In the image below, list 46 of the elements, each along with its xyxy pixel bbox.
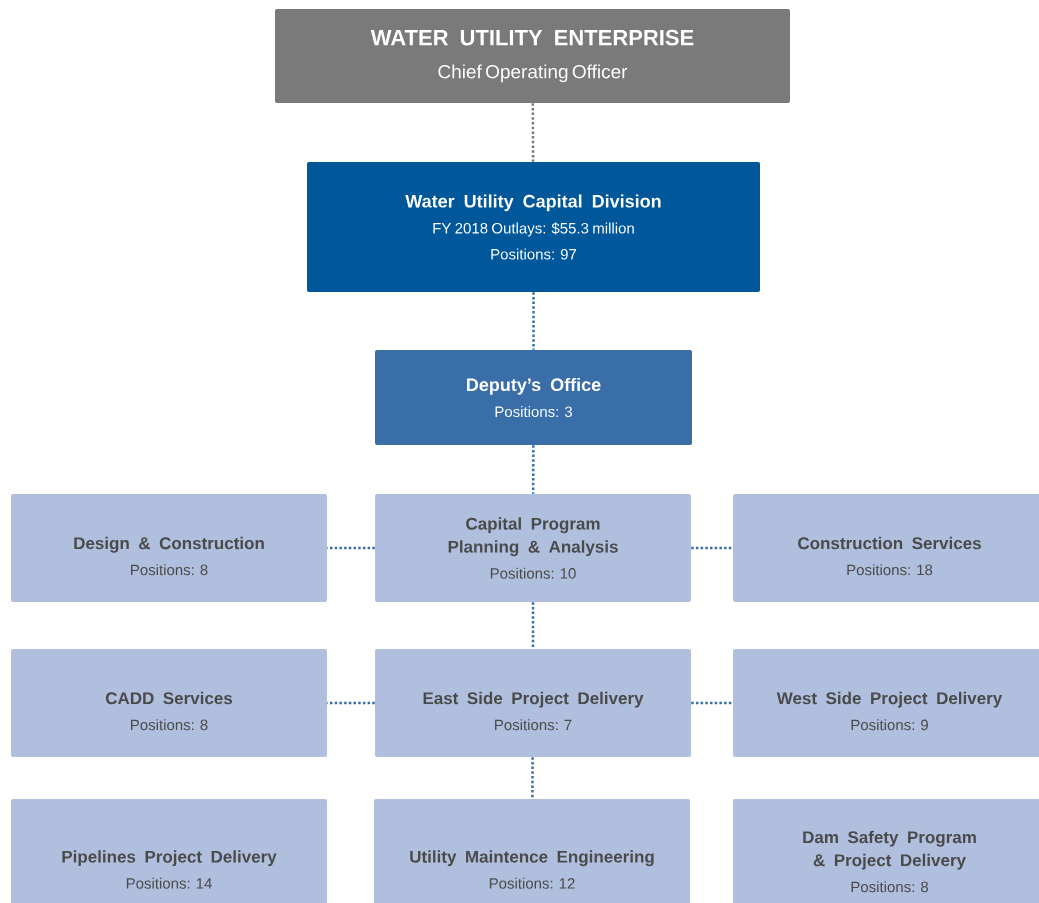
node-label: Positions: 10 [490,567,576,579]
unit-box [733,494,1039,602]
node-label: Positions: 12 [489,877,575,889]
node-label: Chief Operating Officer [438,64,628,83]
unit-box [733,649,1039,757]
node-label: Design & Construction [74,536,264,553]
node-label: Positions: 8 [131,564,208,576]
node-label: Utility Maintence Engineering [410,850,654,867]
unit-box [375,649,691,757]
connector-line [691,546,733,550]
unit-box [733,799,1039,903]
unit-box [374,799,690,903]
connector-line [531,445,535,494]
connector-line [691,701,733,705]
node-label: Water Utility Capital Division [405,194,661,212]
node-label: Pipelines Project Delivery [62,850,277,867]
node-label: FY 2018 Outlays: $55.3 million [433,222,634,237]
node-label: CADD Services [105,691,233,705]
connector-line [531,757,534,799]
unit-box [11,799,327,903]
node-label: Positions: 3 [495,406,573,418]
unit-box [11,494,327,602]
node-label: Positions: 14 [126,877,212,889]
node-label: Positions: 7 [495,719,572,731]
unit-box [375,494,691,602]
node-label: Capital Program Planning & Analysis [448,517,618,557]
node-label: Deputy’s Office [467,377,601,395]
node-label: East Side Project Delivery [423,691,644,708]
node-label: Positions: 8 [131,719,208,731]
node-label: Dam Safety Program & Project Delivery [803,830,976,870]
node-label: Construction Services [798,536,981,550]
node-label: Positions: 8 [851,881,929,893]
office-box [375,350,692,445]
connector-line [531,602,535,649]
connector-line [327,546,375,550]
unit-box [11,649,327,757]
node-label: Positions: 9 [851,719,928,731]
top-box [275,9,790,103]
node-label: Positions: 97 [491,248,577,260]
division-box [307,162,760,292]
node-label: Positions: 18 [847,564,933,576]
connector-line [532,292,535,350]
node-label: West Side Project Delivery [776,691,1003,708]
node-label: WATER UTILITY ENTERPRISE [370,29,694,46]
connector-line [531,103,535,162]
connector-line [327,701,375,705]
